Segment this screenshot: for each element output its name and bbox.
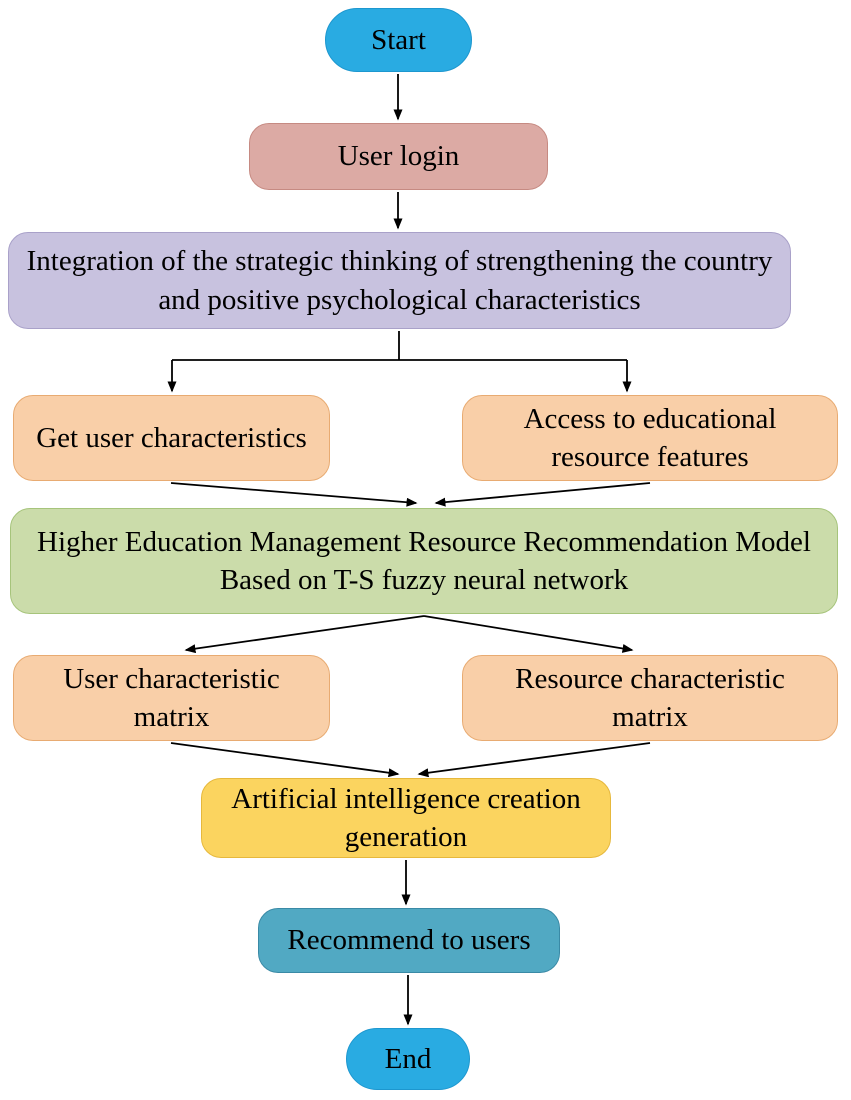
- node-get-user-characteristics: Get user characteristics: [13, 395, 330, 481]
- node-user-characteristic-matrix: User characteristic matrix: [13, 655, 330, 741]
- node-integration-strategic-thinking: Integration of the strategic thinking of…: [8, 232, 791, 329]
- node-start-label: Start: [371, 23, 426, 56]
- node-ai-creation-label: Artificial intelligence creation generat…: [231, 782, 581, 853]
- node-recommend-label: Recommend to users: [287, 924, 531, 957]
- node-end-label: End: [384, 1042, 432, 1075]
- node-user-matrix-label: User characteristic matrix: [63, 662, 280, 733]
- node-user-login-label: User login: [337, 140, 460, 173]
- node-recommend-to-users: Recommend to users: [258, 908, 560, 973]
- node-access-edu-label: Access to educational resource features: [523, 402, 777, 473]
- node-model-label: Higher Education Management Resource Rec…: [37, 525, 811, 596]
- node-res-matrix-label: Resource characteristic matrix: [515, 662, 785, 733]
- node-start: Start: [325, 8, 472, 72]
- node-resource-characteristic-matrix: Resource characteristic matrix: [462, 655, 838, 741]
- node-ai-creation-generation: Artificial intelligence creation generat…: [201, 778, 611, 858]
- node-end: End: [346, 1028, 470, 1090]
- node-recommendation-model: Higher Education Management Resource Rec…: [10, 508, 838, 614]
- node-access-educational-resources: Access to educational resource features: [462, 395, 838, 481]
- node-get-user-label: Get user characteristics: [36, 421, 307, 454]
- node-user-login: User login: [249, 123, 548, 190]
- node-integration-label: Integration of the strategic thinking of…: [26, 245, 773, 316]
